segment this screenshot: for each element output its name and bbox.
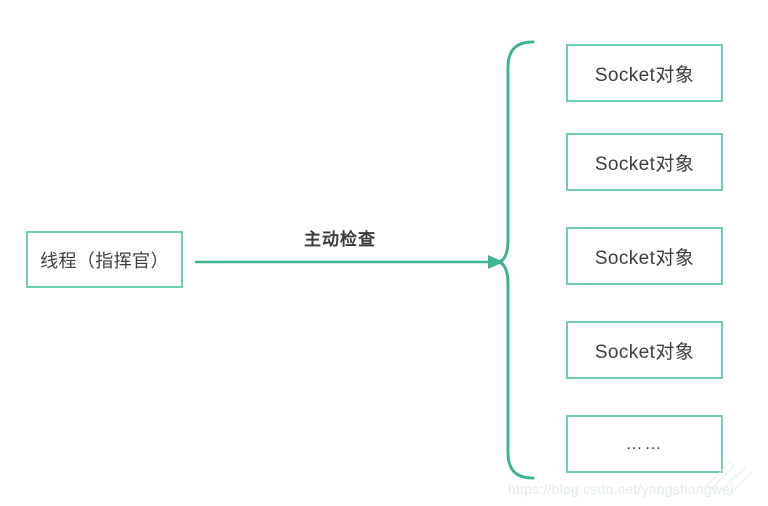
curly-brace-icon (495, 40, 535, 480)
socket-node-3[interactable]: Socket对象 (566, 227, 723, 285)
thread-node-label: 线程（指挥官） (40, 250, 169, 271)
socket-node-4[interactable]: Socket对象 (566, 321, 723, 379)
socket-node-label: Socket对象 (594, 64, 695, 86)
thread-node[interactable]: 线程（指挥官） (26, 231, 183, 288)
watermark-logo-icon (704, 460, 753, 497)
ellipsis-label: …… (625, 434, 664, 453)
watermark-url: https://blog.csdn.net/yangshangwei (508, 481, 734, 497)
socket-node-label: Socket对象 (594, 341, 695, 363)
socket-node-2[interactable]: Socket对象 (566, 133, 723, 191)
arrowhead-icon (488, 255, 504, 269)
socket-node-label: Socket对象 (594, 153, 695, 175)
socket-node-1[interactable]: Socket对象 (566, 44, 723, 102)
socket-node-label: Socket对象 (594, 247, 695, 269)
edge-label: 主动检查 (304, 230, 376, 249)
socket-node-more[interactable]: …… (566, 415, 723, 473)
